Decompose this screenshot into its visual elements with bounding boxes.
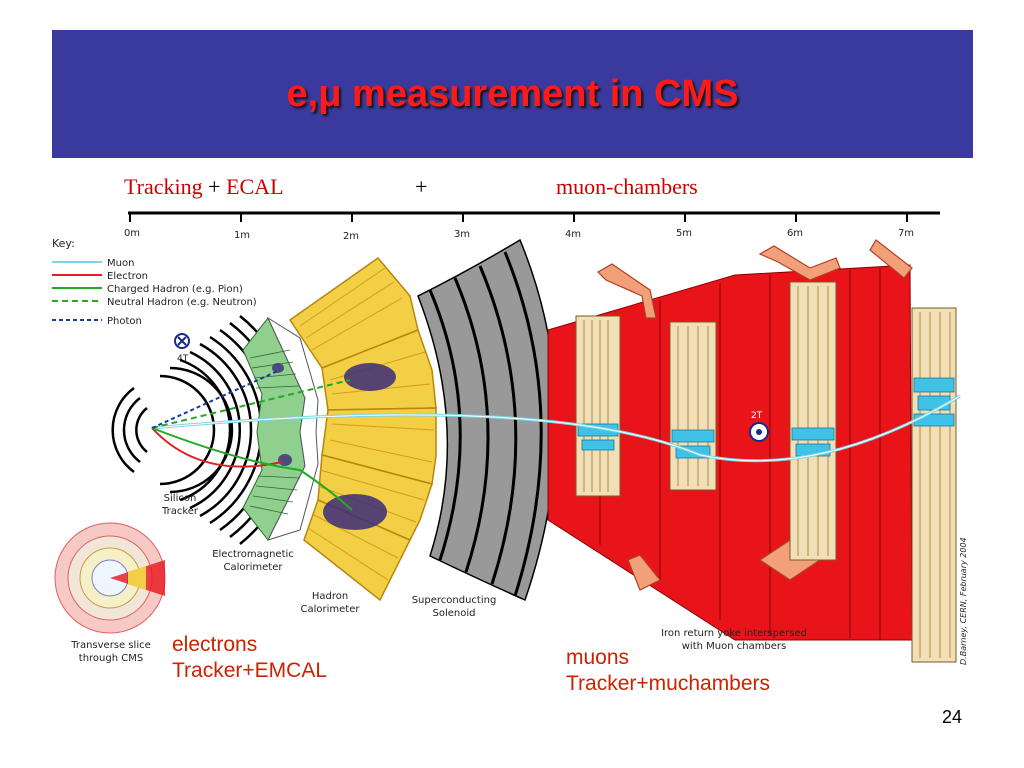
caption-plus: + — [208, 174, 221, 199]
legend-label-muon: Muon — [107, 258, 134, 269]
label-slice-2: through CMS — [79, 653, 143, 664]
label-silicon-2: Tracker — [161, 506, 199, 517]
label-yoke-2: with Muon chambers — [682, 641, 787, 652]
electrons-note-line2: Tracker+EMCAL — [172, 659, 328, 682]
caption-muon-chambers: muon-chambers — [556, 174, 698, 199]
legend-label-charged-hadron: Charged Hadron (e.g. Pion) — [107, 284, 243, 295]
muons-note-line1: muons — [566, 646, 630, 669]
legend-title: Key: — [52, 237, 75, 250]
neutral-hadron-track — [151, 379, 351, 429]
page-number: 24 — [941, 707, 962, 727]
transverse-slice-thumbnail — [54, 522, 166, 634]
label-yoke-1: Iron return yoke interspersed — [661, 628, 807, 639]
caption-ecal: ECAL — [226, 174, 284, 199]
slide-title: e,μ measurement in CMS — [286, 72, 739, 115]
hcal-wedges — [272, 256, 437, 602]
label-ecal-2: Calorimeter — [224, 562, 284, 573]
title-bar: e,μ measurement in CMS — [52, 30, 973, 158]
label-ecal-1: Electromagnetic — [212, 549, 294, 560]
label-hcal-2: Calorimeter — [301, 604, 361, 615]
label-solenoid-2: Solenoid — [433, 608, 476, 619]
label-slice-1: Transverse slice — [70, 640, 151, 651]
scale-tick-1: 1m — [234, 230, 250, 241]
legend-label-photon: Photon — [107, 316, 142, 327]
particle-tracks — [151, 369, 961, 511]
field-symbol-2t: 2T — [749, 411, 769, 442]
electrons-note: electrons Tracker+EMCAL — [172, 632, 327, 684]
hadron-shower-lower — [323, 494, 387, 530]
hadron-shower-upper — [344, 363, 396, 391]
muon-chambers — [575, 281, 957, 663]
electron-track — [151, 427, 283, 468]
scale-tick-3: 3m — [454, 229, 470, 240]
legend: Key: Muon Electron Charged Hadron (e.g. … — [52, 237, 257, 327]
scale-tick-7: 7m — [898, 228, 914, 239]
field-symbol-4t: 4T — [174, 333, 190, 364]
scale-tick-5: 5m — [676, 228, 692, 239]
solenoid — [417, 238, 557, 602]
muon-track-core — [151, 395, 961, 462]
caption-plus-2: + — [415, 174, 428, 199]
caption-tracking-ecal: Tracking + ECAL — [124, 174, 284, 200]
scale-tick-0: 0m — [124, 228, 140, 239]
scale-tick-2: 2m — [343, 231, 359, 242]
scale-tick-6: 6m — [787, 228, 803, 239]
charged-hadron-track — [151, 427, 353, 511]
legend-label-neutral-hadron: Neutral Hadron (e.g. Neutron) — [107, 297, 257, 308]
label-silicon-1: Silicon — [164, 493, 197, 504]
muons-note: muons Tracker+muchambers — [566, 645, 770, 697]
muons-note-line2: Tracker+muchambers — [566, 672, 771, 695]
label-solenoid-1: Superconducting — [412, 595, 497, 606]
electrons-note-line1: electrons — [172, 633, 258, 656]
field-label-4t: 4T — [177, 354, 189, 364]
caption-tracking: Tracking — [124, 174, 203, 199]
label-hcal-1: Hadron — [312, 591, 348, 602]
detector-labels: Silicon Tracker Electromagnetic Calorime… — [70, 493, 968, 665]
ecal-wedge — [242, 316, 319, 541]
field-label-2t: 2T — [751, 411, 763, 421]
distance-scale: 0m 1m 2m 3m 4m 5m 6m 7m — [124, 211, 940, 242]
legend-label-electron: Electron — [107, 271, 148, 282]
scale-tick-4: 4m — [565, 229, 581, 240]
credit-text: D.Barney, CERN, February 2004 — [959, 537, 968, 665]
photon-track — [151, 369, 281, 429]
